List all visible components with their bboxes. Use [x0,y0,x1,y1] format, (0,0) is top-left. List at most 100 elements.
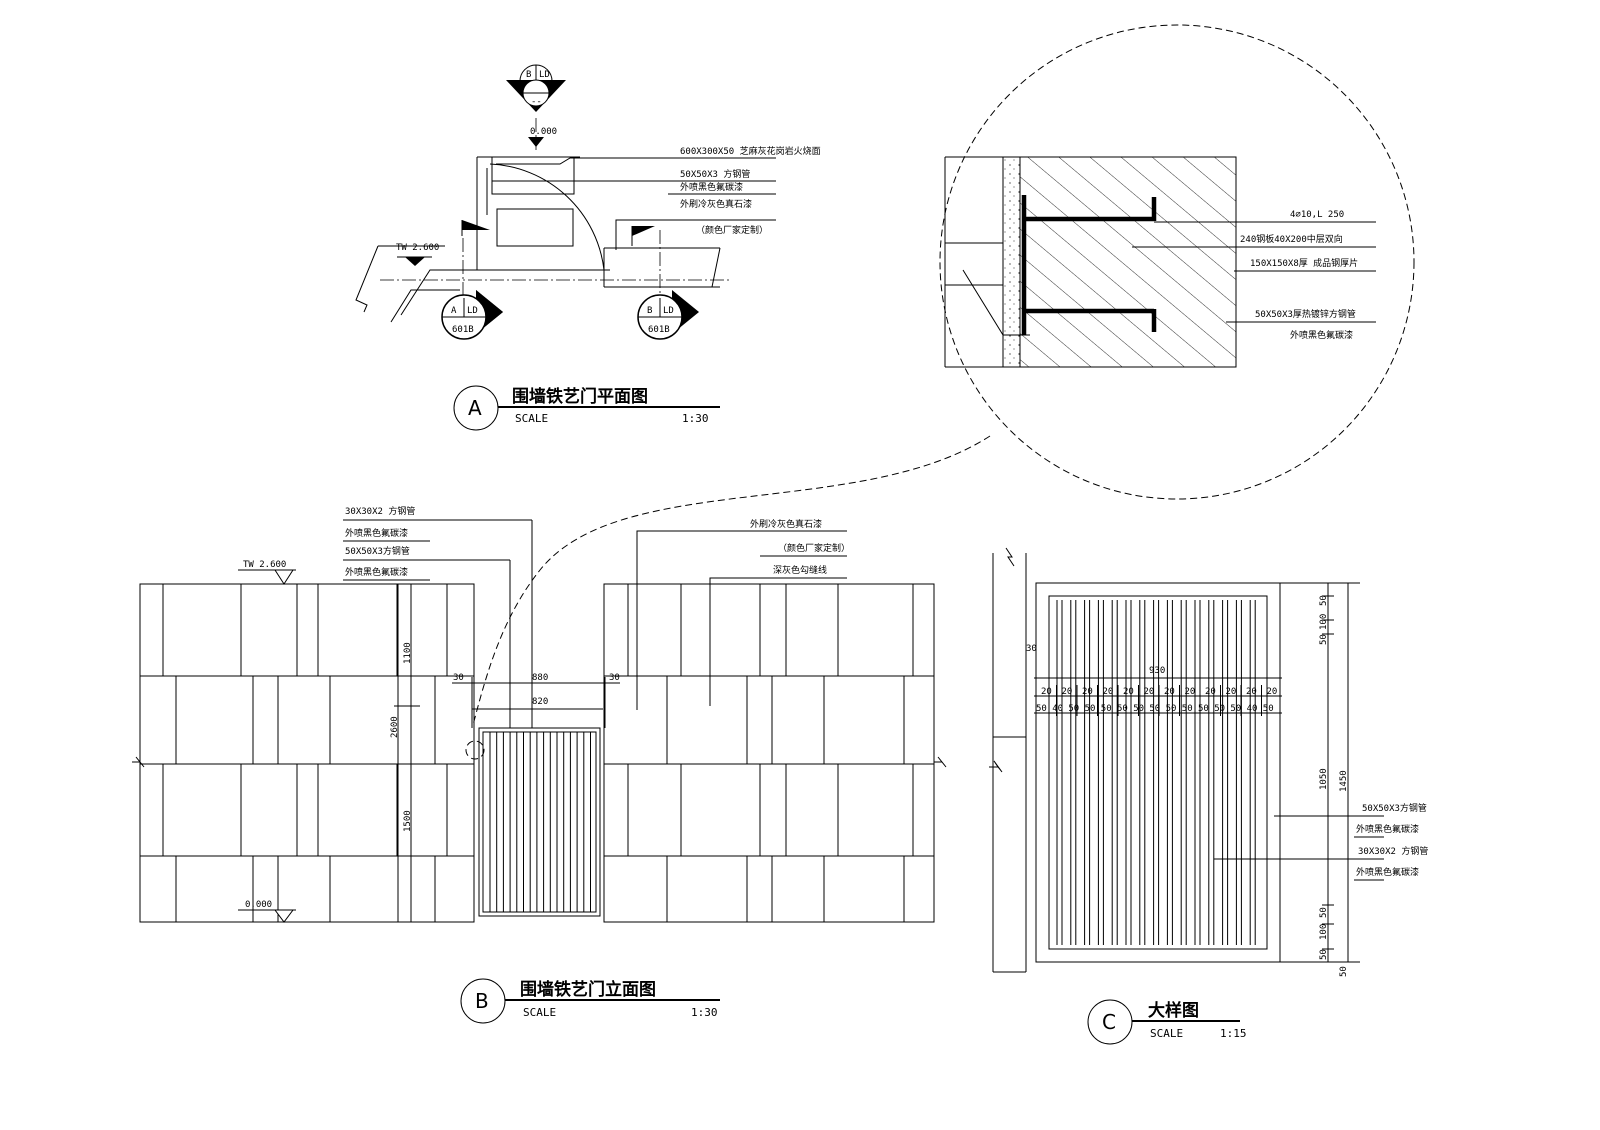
svg-text:A: A [468,396,482,420]
svg-text:50: 50 [1319,634,1329,645]
elevation-view: 1100 2600 1500 30 880 30 820 [132,505,947,1024]
dim-label: 20 [1103,687,1114,697]
elevation-level-marks: TW 2.600 0.000 [238,560,296,923]
dim-label: 50 [1149,704,1160,714]
dim-label: 50 [1214,704,1225,714]
plan-title: 围墙铁艺门平面图 [512,386,648,407]
dim-label: 50 [1263,704,1274,714]
plan-note: 600X300X50 芝麻灰花岗岩火烧面 [680,145,821,157]
svg-text:2600: 2600 [390,716,400,738]
large-detail-title-block: C 大样图 SCALE 1:15 [1087,999,1247,1045]
sym-sheet: LD [539,70,550,80]
dim-label: 50 [1230,704,1241,714]
svg-text:外喷黑色氟碳漆: 外喷黑色氟碳漆 [345,566,408,578]
dim-label: 50 [1101,704,1112,714]
detail-note: 外喷黑色氟碳漆 [1290,329,1353,341]
elevation-left-wall [132,583,475,923]
svg-text:外喷黑色氟碳漆: 外喷黑色氟碳漆 [345,527,408,539]
svg-text:30: 30 [1026,644,1037,654]
elevation-notes-left: 30X30X2 方钢管 外喷黑色氟碳漆 50X50X3方钢管 外喷黑色氟碳漆 [343,505,533,728]
sym-letter: B [526,70,531,80]
detail-note: 4⌀10,L 250 [1290,210,1344,220]
svg-text:50: 50 [1319,949,1329,960]
svg-text:A: A [451,306,457,316]
plan-note: 外刷冷灰色真石漆 [680,198,752,210]
dim-label: 20 [1164,687,1175,697]
elevation-scale: 1:30 [691,1006,718,1019]
large-detail-right-dims: 50 100 50 1050 50 100 50 1450 50 [1280,582,1360,977]
detail-note: 150X150X8厚 成品钢厚片 [1250,257,1358,269]
dim-label: 20 [1041,687,1052,697]
dim-label: 20 [1267,687,1278,697]
plan-section-symbol-b: B LD 601B [637,290,699,340]
elevation-horizontal-dims: 30 880 30 820 [452,673,620,728]
plan-section-symbol-a: A LD 601B [441,290,503,340]
dim-label: 20 [1226,687,1237,697]
svg-text:1050: 1050 [1319,768,1329,790]
svg-text:1100: 1100 [403,642,413,664]
plan-section-symbol-top: B LD -- [506,64,566,112]
plan-walls: TW 2.600 [355,156,721,323]
enlarged-detail-circle: 4⌀10,L 250 240钢板40X200中层双向 150X150X8厚 成品… [472,24,1415,726]
svg-text:TW 2.600: TW 2.600 [243,560,286,570]
svg-text:50X50X3方钢管: 50X50X3方钢管 [1362,802,1427,814]
dim-label: 20 [1246,687,1257,697]
svg-text:SCALE: SCALE [523,1006,556,1019]
svg-text:1500: 1500 [403,810,413,832]
plan-note: 外喷黑色氟碳漆 [680,181,743,193]
dim-label: 20 [1185,687,1196,697]
svg-text:50: 50 [1339,966,1349,977]
detail-note: 50X50X3厚热镀锌方钢管 [1255,308,1356,320]
dim-label: 50 [1198,704,1209,714]
plan-elev-top: 0.000 [528,127,557,147]
svg-text:B: B [475,989,489,1013]
detail-note: 240钢板40X200中层双向 [1240,233,1343,245]
elevation-right-wall [603,583,947,923]
large-detail-title: 大样图 [1148,1000,1199,1021]
svg-text:820: 820 [532,697,548,707]
dim-label: 50 [1068,704,1079,714]
elevation-vertical-dims: 1100 2600 1500 [390,584,420,922]
svg-text:LD: LD [467,306,478,316]
svg-text:100: 100 [1319,614,1329,630]
large-detail-post: 30 [989,547,1037,973]
plan-elev-left: TW 2.600 [396,243,439,253]
sym-ref: -- [531,97,542,107]
plan-title-block: A 围墙铁艺门平面图 SCALE 1:30 [453,385,720,431]
svg-text:B: B [647,306,652,316]
large-detail-notes: 50X50X3方钢管 外喷黑色氟碳漆 30X30X2 方钢管 外喷黑色氟碳漆 [1214,802,1428,881]
svg-text:930: 930 [1149,666,1165,676]
dim-label: 50 [1036,704,1047,714]
svg-text:30X30X2 方钢管: 30X30X2 方钢管 [345,505,415,517]
svg-text:SCALE: SCALE [1150,1027,1183,1040]
dim-label: 50 [1133,704,1144,714]
dim-label: 50 [1085,704,1096,714]
elevation-gate [465,727,601,917]
svg-text:30: 30 [453,673,464,683]
dim-label: 20 [1205,687,1216,697]
svg-text:601B: 601B [452,325,474,335]
svg-text:50: 50 [1319,907,1329,918]
svg-text:外喷黑色氟碳漆: 外喷黑色氟碳漆 [1356,866,1419,878]
dim-label: 20 [1123,687,1134,697]
svg-text:C: C [1102,1010,1116,1034]
elevation-title-block: B 围墙铁艺门立面图 SCALE 1:30 [460,978,720,1024]
dim-label: 20 [1082,687,1093,697]
svg-text:30: 30 [609,673,620,683]
plan-note: 50X50X3 方钢管 [680,168,750,180]
svg-text:SCALE: SCALE [515,412,548,425]
large-detail-scale: 1:15 [1220,1027,1247,1040]
plan-view: B LD -- 0.000 T [355,64,821,431]
svg-text:0.000: 0.000 [245,900,272,910]
elevation-title: 围墙铁艺门立面图 [520,979,656,1000]
dim-label: 50 [1182,704,1193,714]
svg-text:100: 100 [1319,924,1329,940]
dim-label: 20 [1144,687,1155,697]
large-detail-bars [1056,600,1256,945]
dim-label: 40 [1052,704,1063,714]
dim-label: 50 [1166,704,1177,714]
svg-text:深灰色勾缝线: 深灰色勾缝线 [773,564,827,576]
svg-text:（颜色厂家定制）: （颜色厂家定制） [778,542,850,554]
